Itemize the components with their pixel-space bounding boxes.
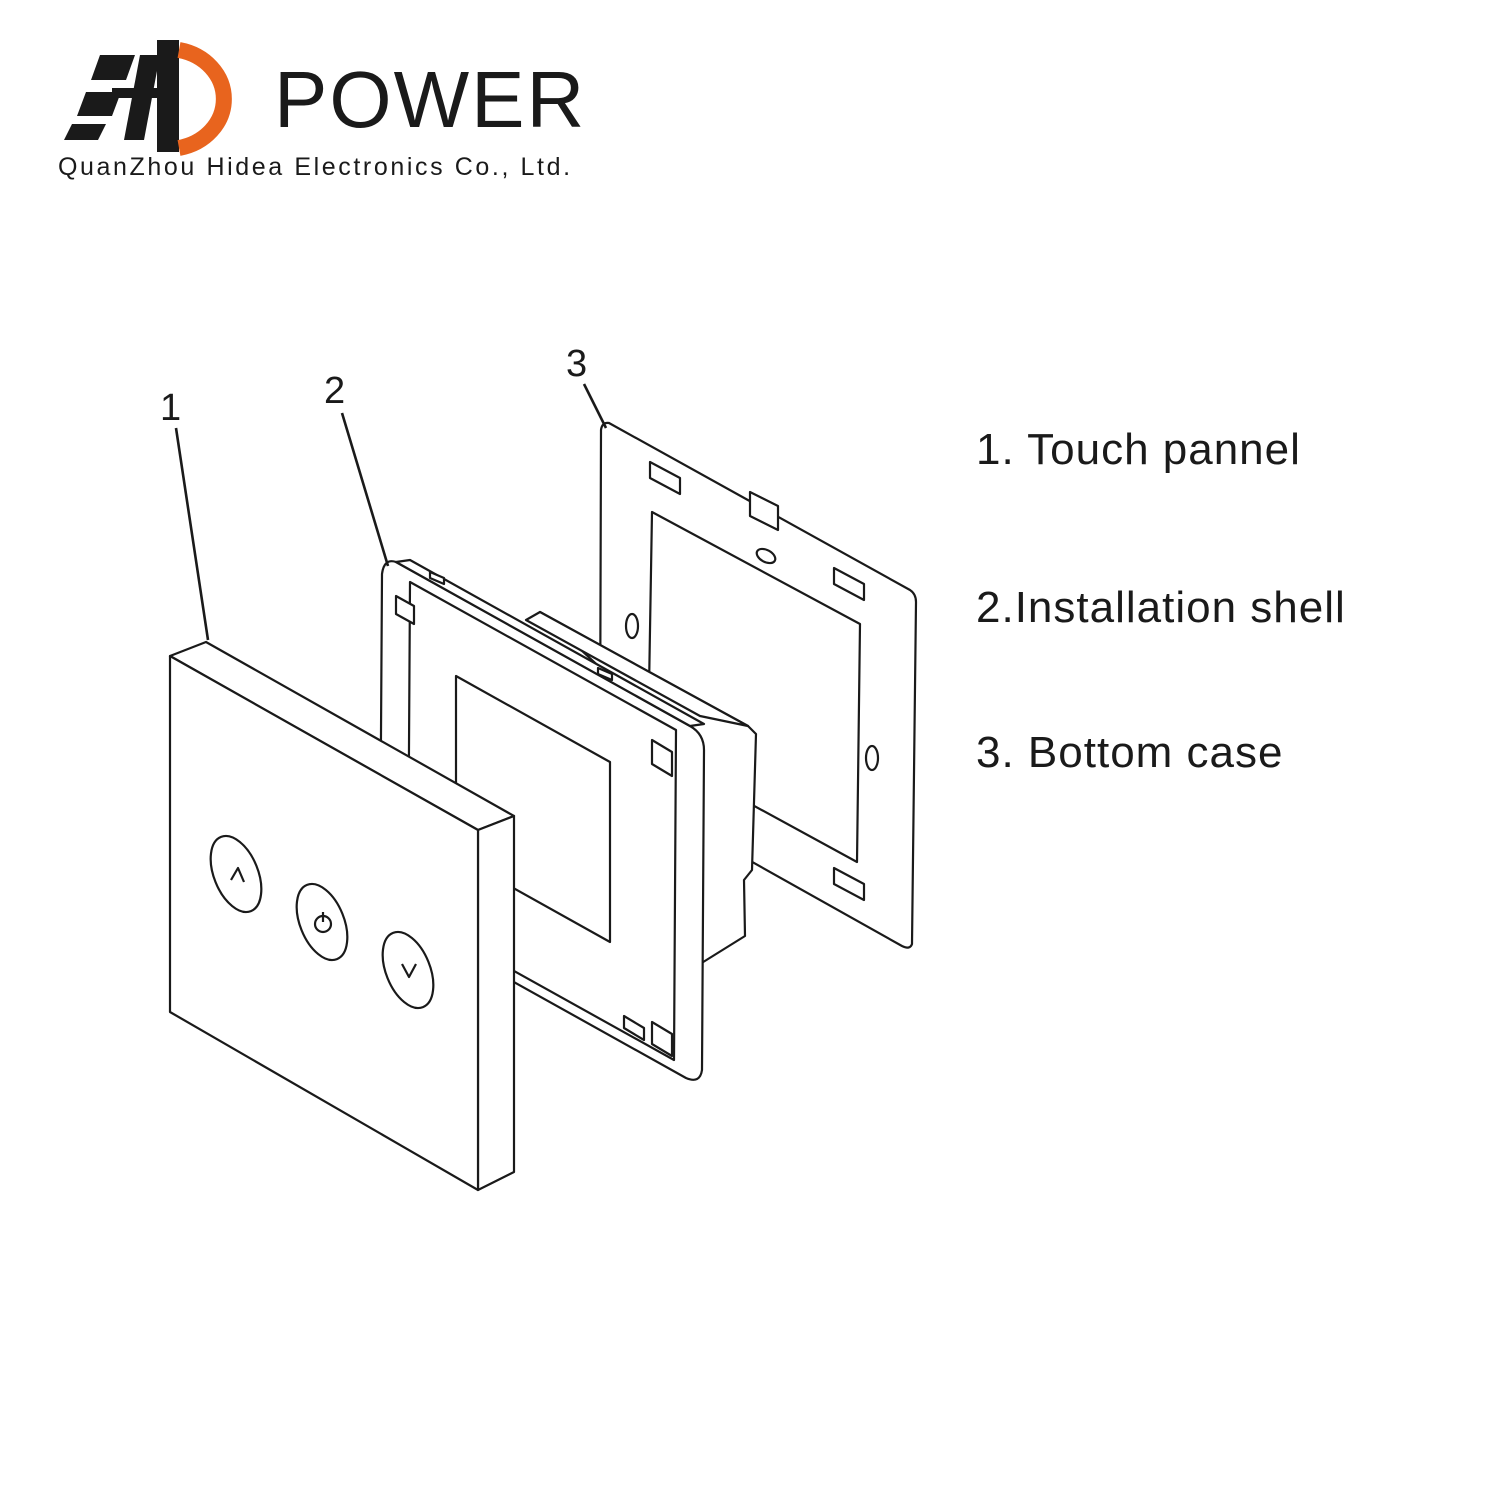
callout-3: 3 xyxy=(566,343,587,385)
callout-2: 2 xyxy=(324,370,345,412)
legend-bottom-case: 3. Bottom case xyxy=(976,728,1284,777)
touch-panel xyxy=(168,640,516,1192)
logo-wordmark: POWER xyxy=(274,55,587,144)
leader-lines xyxy=(174,383,608,641)
legend-installation-shell: 2.Installation shell xyxy=(976,583,1346,632)
up-button-icon xyxy=(209,834,263,914)
ad-logo-mark xyxy=(64,40,232,156)
callout-1: 1 xyxy=(160,387,181,429)
legend-touch-panel: 1. Touch pannel xyxy=(976,425,1301,474)
company-name: QuanZhou Hidea Electronics Co., Ltd. xyxy=(58,153,573,181)
down-button-icon xyxy=(381,930,435,1010)
company-logo: POWER xyxy=(60,30,620,190)
power-button-icon xyxy=(295,882,349,962)
